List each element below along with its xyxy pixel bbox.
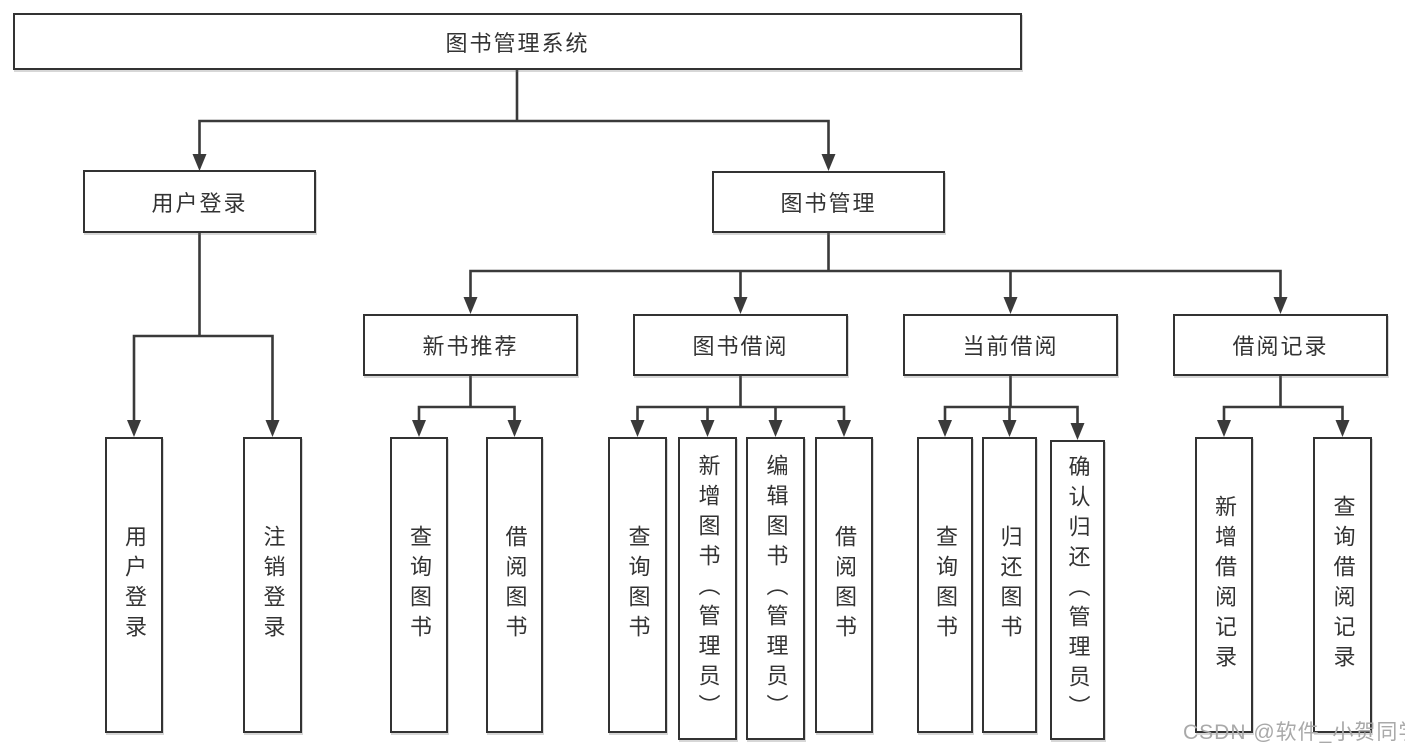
node-book-borrowing-label: 图书借阅 (692, 334, 789, 359)
leaf-add-borrow-record: 新增借阅记录 (1195, 437, 1253, 733)
leaf-user-login-label: 用户登录 (122, 525, 147, 645)
leaf-borrowing-query-books: 查询图书 (608, 437, 667, 733)
node-book-borrowing: 图书借阅 (633, 314, 848, 376)
node-book-management: 图书管理 (712, 171, 945, 233)
leaf-user-login: 用户登录 (105, 437, 163, 733)
leaf-current-query-books-label: 查询图书 (933, 525, 958, 645)
leaf-add-borrow-record-label: 新增借阅记录 (1212, 495, 1237, 675)
leaf-edit-book-admin: 编辑图书（管理员） (746, 437, 805, 740)
leaf-query-borrow-record-label: 查询借阅记录 (1330, 495, 1356, 675)
node-user-login-branch: 用户登录 (83, 170, 316, 233)
leaf-recommend-borrow-books-label: 借阅图书 (502, 525, 528, 645)
node-current-borrowing-label: 当前借阅 (962, 334, 1059, 359)
leaf-recommend-query-books-label: 查询图书 (407, 525, 432, 645)
leaf-return-books: 归还图书 (982, 437, 1037, 733)
node-borrowing-records-label: 借阅记录 (1232, 334, 1329, 359)
node-new-book-recommend: 新书推荐 (363, 314, 578, 376)
leaf-borrowing-borrow-books: 借阅图书 (815, 437, 873, 733)
node-current-borrowing: 当前借阅 (903, 314, 1118, 376)
leaf-logout-label: 注销登录 (260, 525, 286, 645)
node-library-system-label: 图书管理系统 (445, 30, 590, 56)
node-borrowing-records: 借阅记录 (1173, 314, 1388, 376)
node-user-login-branch-label: 用户登录 (151, 190, 248, 216)
leaf-confirm-return-admin-label: 确认归还（管理员） (1065, 455, 1091, 725)
leaf-recommend-borrow-books: 借阅图书 (486, 437, 543, 733)
leaf-borrowing-borrow-books-label: 借阅图书 (832, 525, 857, 645)
leaf-add-book-admin: 新增图书（管理员） (678, 437, 737, 740)
node-library-system: 图书管理系统 (13, 13, 1022, 70)
csdn-watermark: CSDN @软件_小贺同学 (1183, 721, 1405, 744)
leaf-confirm-return-admin: 确认归还（管理员） (1050, 440, 1105, 740)
leaf-return-books-label: 归还图书 (997, 525, 1023, 645)
leaf-borrowing-query-books-label: 查询图书 (625, 525, 651, 645)
leaf-query-borrow-record: 查询借阅记录 (1313, 437, 1372, 733)
node-book-management-label: 图书管理 (780, 191, 877, 216)
leaf-add-book-admin-label: 新增图书（管理员） (695, 453, 721, 724)
node-new-book-recommend-label: 新书推荐 (422, 334, 519, 359)
leaf-current-query-books: 查询图书 (917, 437, 973, 733)
leaf-logout: 注销登录 (243, 437, 302, 733)
leaf-recommend-query-books: 查询图书 (390, 437, 448, 733)
leaf-edit-book-admin-label: 编辑图书（管理员） (763, 453, 789, 724)
